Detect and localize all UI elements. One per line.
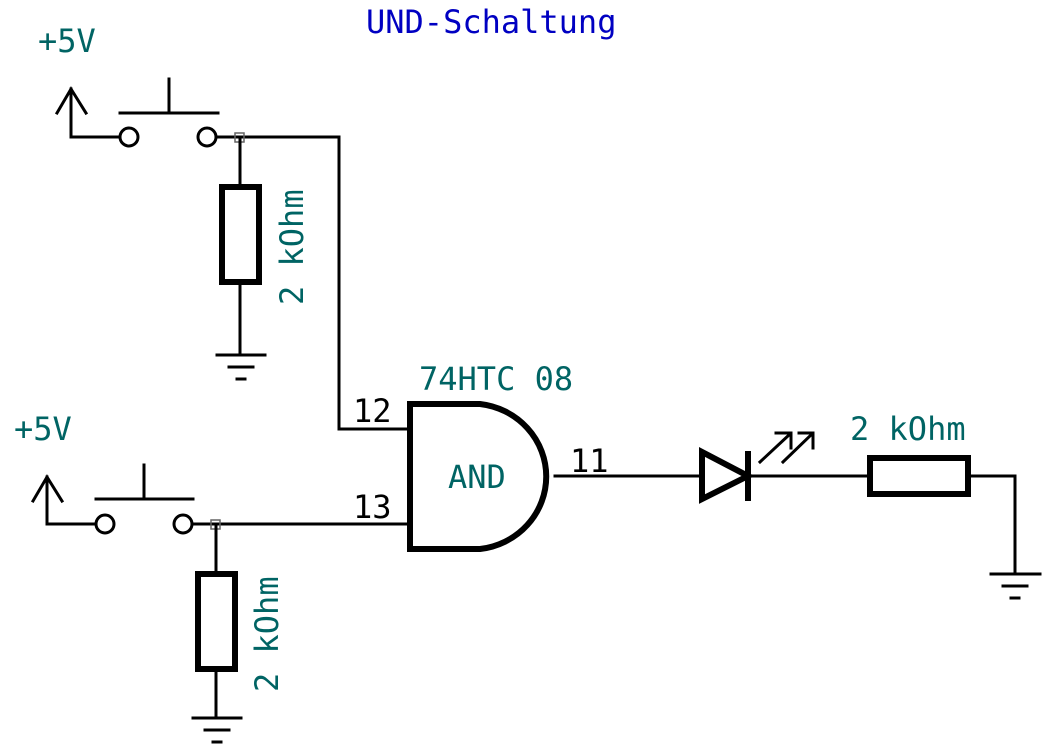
power-label-top: +5V xyxy=(38,22,96,60)
power-label-bottom: +5V xyxy=(14,410,72,448)
ground-symbol-output xyxy=(989,572,1042,600)
resistor-bottom[interactable] xyxy=(195,571,238,672)
gate-part-label: 74HTC 08 xyxy=(419,360,573,398)
pushbutton-top[interactable] xyxy=(118,77,220,148)
resistor-label-top: 2 kOhm xyxy=(273,189,311,305)
ground-symbol-top xyxy=(215,353,267,381)
gate-type-label: AND xyxy=(448,458,506,496)
pin-label-out: 11 xyxy=(570,442,609,480)
resistor-label-bottom: 2 kOhm xyxy=(248,576,286,692)
resistor-output[interactable] xyxy=(867,455,971,497)
power-symbol-top[interactable] xyxy=(54,86,89,139)
pin-label-in1: 12 xyxy=(353,392,392,430)
resistor-label-output: 2 kOhm xyxy=(850,410,966,448)
ground-symbol-bottom xyxy=(191,716,243,744)
power-symbol-bottom[interactable] xyxy=(30,474,65,526)
pin-label-in2: 13 xyxy=(353,488,392,526)
resistor-top[interactable] xyxy=(219,184,262,285)
pushbutton-bottom[interactable] xyxy=(94,463,195,535)
and-gate[interactable] xyxy=(407,401,550,552)
led[interactable] xyxy=(699,431,815,504)
schematic-title: UND-Schaltung xyxy=(366,3,616,41)
